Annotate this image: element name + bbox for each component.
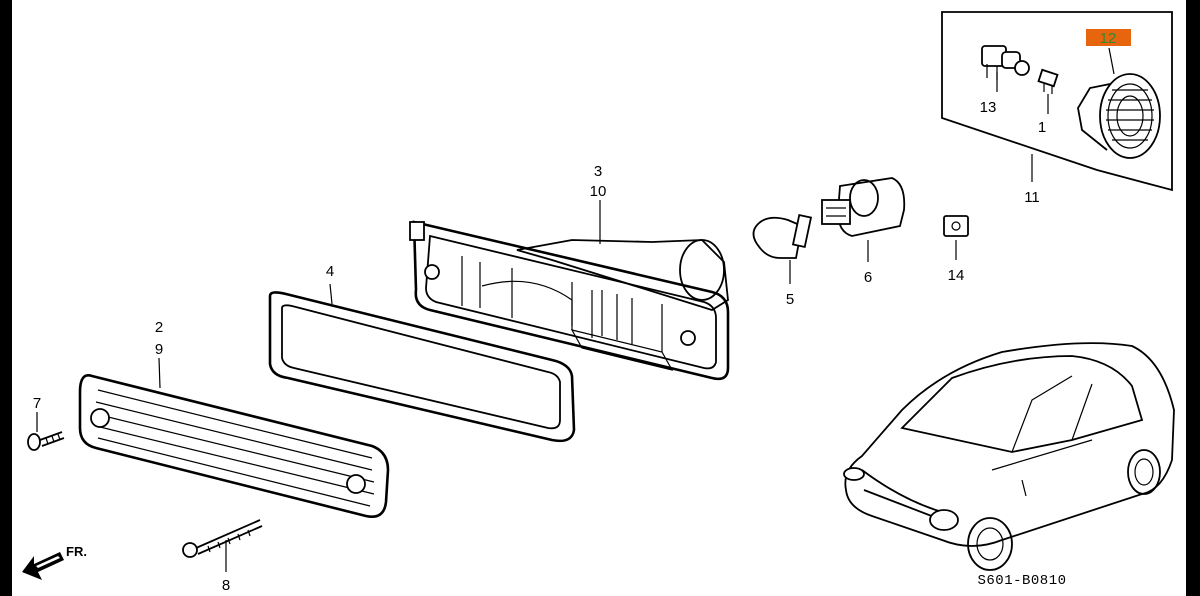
callout-8[interactable]: 8: [222, 577, 230, 594]
callout-3[interactable]: 3: [594, 163, 602, 180]
leader-2: [158, 357, 161, 389]
socket-part-13: [981, 45, 1030, 80]
bulb-part-1: [1037, 68, 1059, 94]
drawing-code: S601-B0810: [977, 573, 1066, 589]
leader-4: [329, 283, 333, 305]
callout-7[interactable]: 7: [33, 395, 41, 412]
callout-6[interactable]: 6: [864, 269, 872, 286]
bulb-part-5: [752, 214, 813, 259]
callout-13[interactable]: 13: [980, 99, 997, 116]
screw-part-8: [182, 519, 263, 558]
front-direction-label: FR.: [66, 544, 87, 559]
screw-part-7: [27, 431, 65, 451]
callout-14[interactable]: 14: [948, 267, 965, 284]
callout-12[interactable]: 12: [1100, 30, 1117, 47]
exploded-parts-diagram: FR. 1 2 3 4 5 6 7 8 9 10 11 12 13 14 S60…: [22, 11, 1175, 594]
gasket-part-4: [268, 291, 576, 443]
callout-9[interactable]: 9: [155, 341, 163, 358]
inset-assembly: [941, 11, 1173, 192]
front-direction-arrow: [22, 552, 64, 580]
car-location-sketch: [843, 342, 1175, 571]
clip-part-14: [943, 215, 969, 237]
callout-2[interactable]: 2: [155, 319, 163, 336]
callout-5[interactable]: 5: [786, 291, 794, 308]
lamp-housing-part-3-10: [409, 220, 730, 381]
callout-4[interactable]: 4: [326, 263, 334, 280]
reflector-part-12: [1077, 73, 1161, 159]
highlight-part-12: [1086, 29, 1131, 46]
lens-part-2-9: [78, 374, 390, 518]
callout-11[interactable]: 11: [1024, 189, 1040, 206]
callout-1[interactable]: 1: [1038, 119, 1046, 136]
parts-diagram-page: FR. 1 2 3 4 5 6 7 8 9 10 11 12 13 14 S60…: [12, 0, 1186, 596]
callout-10[interactable]: 10: [590, 183, 607, 200]
socket-part-6: [821, 177, 906, 237]
